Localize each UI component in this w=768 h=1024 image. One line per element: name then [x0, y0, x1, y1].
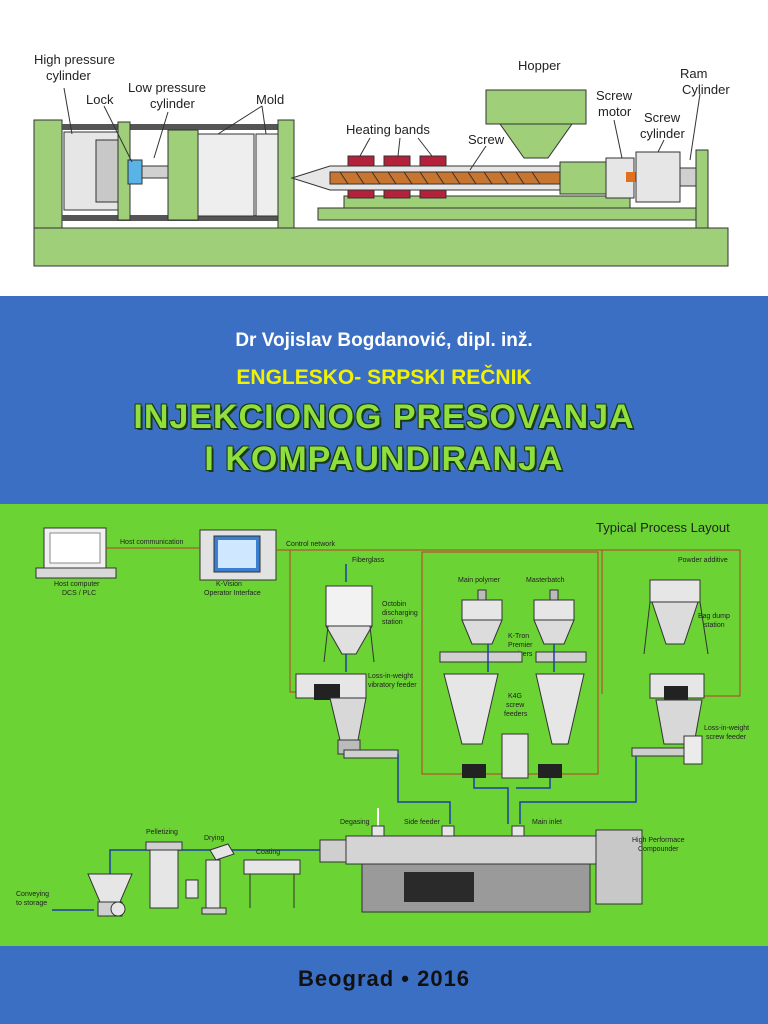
host-computer-icon: [35, 527, 117, 579]
label-ktron-2: Premier: [508, 642, 533, 649]
label-k4g-2: screw: [506, 702, 525, 709]
premier-receiver-2-icon: [533, 589, 575, 645]
label-high-pressure-line1: High pressure: [34, 52, 115, 67]
label-coating: Coating: [256, 849, 280, 856]
clamp-end-plate-left: [33, 119, 63, 229]
heating-band-3: [419, 155, 447, 167]
label-ram-cylinder-line1: Ram: [680, 66, 707, 81]
label-hopper: Hopper: [518, 58, 561, 73]
label-lock: Lock: [86, 92, 114, 107]
label-main-polymer: Main polymer: [458, 577, 501, 584]
process-layout-section: Typical Process Layout Host computer DCS…: [0, 504, 768, 946]
compounder-machine-icon: [319, 825, 643, 913]
label-mold: Mold: [256, 92, 284, 107]
coating-unit-icon: [243, 859, 301, 908]
label-kvision-1: K-Vision: [216, 581, 242, 588]
process-layout-diagram: Typical Process Layout Host computer DCS…: [16, 520, 749, 917]
label-octobin-3: station: [382, 619, 403, 626]
label-host-computer-1: Host computer: [54, 581, 100, 588]
heating-band-2: [383, 155, 411, 167]
label-liw-vibratory-1: Loss-in-weight: [368, 673, 413, 680]
label-high-pressure-line2: cylinder: [46, 68, 91, 83]
mold-half-moving: [197, 133, 255, 217]
label-screw-motor-line2: motor: [598, 104, 632, 119]
label-conveying-1: Conveying: [16, 891, 49, 898]
mold-half-fixed: [255, 133, 279, 217]
title-band: [0, 296, 768, 504]
label-drying: Drying: [204, 835, 224, 842]
book-title-line1: INJEKCIONOG PRESOVANJA: [133, 398, 635, 436]
label-low-pressure-line2: cylinder: [150, 96, 195, 111]
process-heading: Typical Process Layout: [596, 520, 730, 535]
conveying-blower-icon: [87, 873, 133, 917]
tie-bar-top: [62, 124, 294, 130]
label-screw-cylinder-line2: cylinder: [640, 126, 685, 141]
label-ram-cylinder-line2: Cylinder: [682, 82, 730, 97]
label-hpc-2: Compounder: [638, 846, 679, 853]
dryer-icon: [185, 843, 235, 915]
screw-shape: [329, 171, 561, 185]
label-screw: Screw: [468, 132, 505, 147]
injection-molding-machine-diagram: High pressure cylinder Lock Low pressure…: [33, 52, 730, 267]
leader-lines: [63, 87, 701, 171]
author-name: Dr Vojislav Bogdanović, dipl. inž.: [235, 330, 533, 351]
injection-carriage: [343, 195, 631, 209]
label-control-network: Control network: [286, 541, 336, 548]
octobin-station-icon: [323, 585, 375, 663]
label-k4g-1: K4G: [508, 693, 522, 700]
fixed-platen: [277, 119, 295, 229]
k4g-feeder-2-icon: [535, 651, 587, 778]
label-liw-screw-1: Loss-in-weight: [704, 725, 749, 732]
label-low-pressure-line1: Low pressure: [128, 80, 206, 95]
premier-receiver-1-icon: [461, 589, 503, 645]
injection-rail: [317, 207, 709, 221]
vibratory-trough: [343, 749, 399, 759]
hopper-shape: [485, 89, 587, 125]
label-hpc-1: High Performace: [632, 837, 685, 844]
vibratory-feeder-icon: [295, 673, 367, 755]
low-pressure-rod: [141, 165, 169, 179]
footer-place-year: Beograd • 2016: [297, 966, 471, 991]
label-fiberglass: Fiberglass: [352, 557, 385, 564]
label-screw-motor-line1: Screw: [596, 88, 633, 103]
label-masterbatch: Masterbatch: [526, 577, 565, 584]
footer-band: [0, 946, 768, 1024]
pelletizer-icon: [145, 841, 183, 909]
label-heating-bands: Heating bands: [346, 122, 430, 137]
kvision-panel-icon: [199, 529, 277, 581]
label-conveying-2: to storage: [16, 900, 47, 907]
label-host-computer-2: DCS / PLC: [62, 590, 96, 597]
label-powder-additive: Powder additive: [678, 557, 728, 564]
label-bag-dump-1: Bag dump: [698, 613, 730, 620]
label-liw-screw-2: screw feeder: [706, 734, 747, 741]
label-bag-dump-2: station: [704, 622, 725, 629]
lock-shape: [127, 159, 143, 185]
label-ktron-1: K-Tron: [508, 633, 529, 640]
label-main-inlet: Main inlet: [532, 819, 562, 826]
moving-platen: [167, 129, 199, 221]
label-side-feeder: Side feeder: [404, 819, 440, 826]
book-subtitle: ENGLESKO- SRPSKI REČNIK: [236, 366, 532, 389]
screw-cylinder-shape: [635, 151, 681, 203]
feeder-stand: [501, 733, 529, 779]
screw-flights: [339, 171, 541, 185]
label-k4g-3: feeders: [504, 711, 528, 718]
label-screw-cylinder-line1: Screw: [644, 110, 681, 125]
label-degasing: Degasing: [340, 819, 370, 826]
label-octobin-1: Octobin: [382, 601, 406, 608]
label-host-communication: Host communication: [120, 539, 184, 546]
label-kvision-2: Operator Interface: [204, 590, 261, 597]
ram-cylinder-shape: [695, 149, 709, 229]
book-title-line2: I KOMPAUNDIRANJA: [204, 440, 564, 478]
machine-base: [33, 227, 729, 267]
screw-feeder-icon: [631, 673, 705, 765]
k4g-feeder-1-icon: [439, 651, 523, 778]
label-liw-vibratory-2: vibratory feeder: [368, 682, 417, 689]
machine-illustration-section: High pressure cylinder Lock Low pressure…: [0, 0, 768, 296]
label-octobin-2: discharging: [382, 610, 418, 617]
label-pelletizing: Pelletizing: [146, 829, 178, 836]
heating-band-1: [347, 155, 375, 167]
material-flow-lines: [109, 754, 637, 874]
bag-dump-station-icon: [643, 579, 709, 655]
